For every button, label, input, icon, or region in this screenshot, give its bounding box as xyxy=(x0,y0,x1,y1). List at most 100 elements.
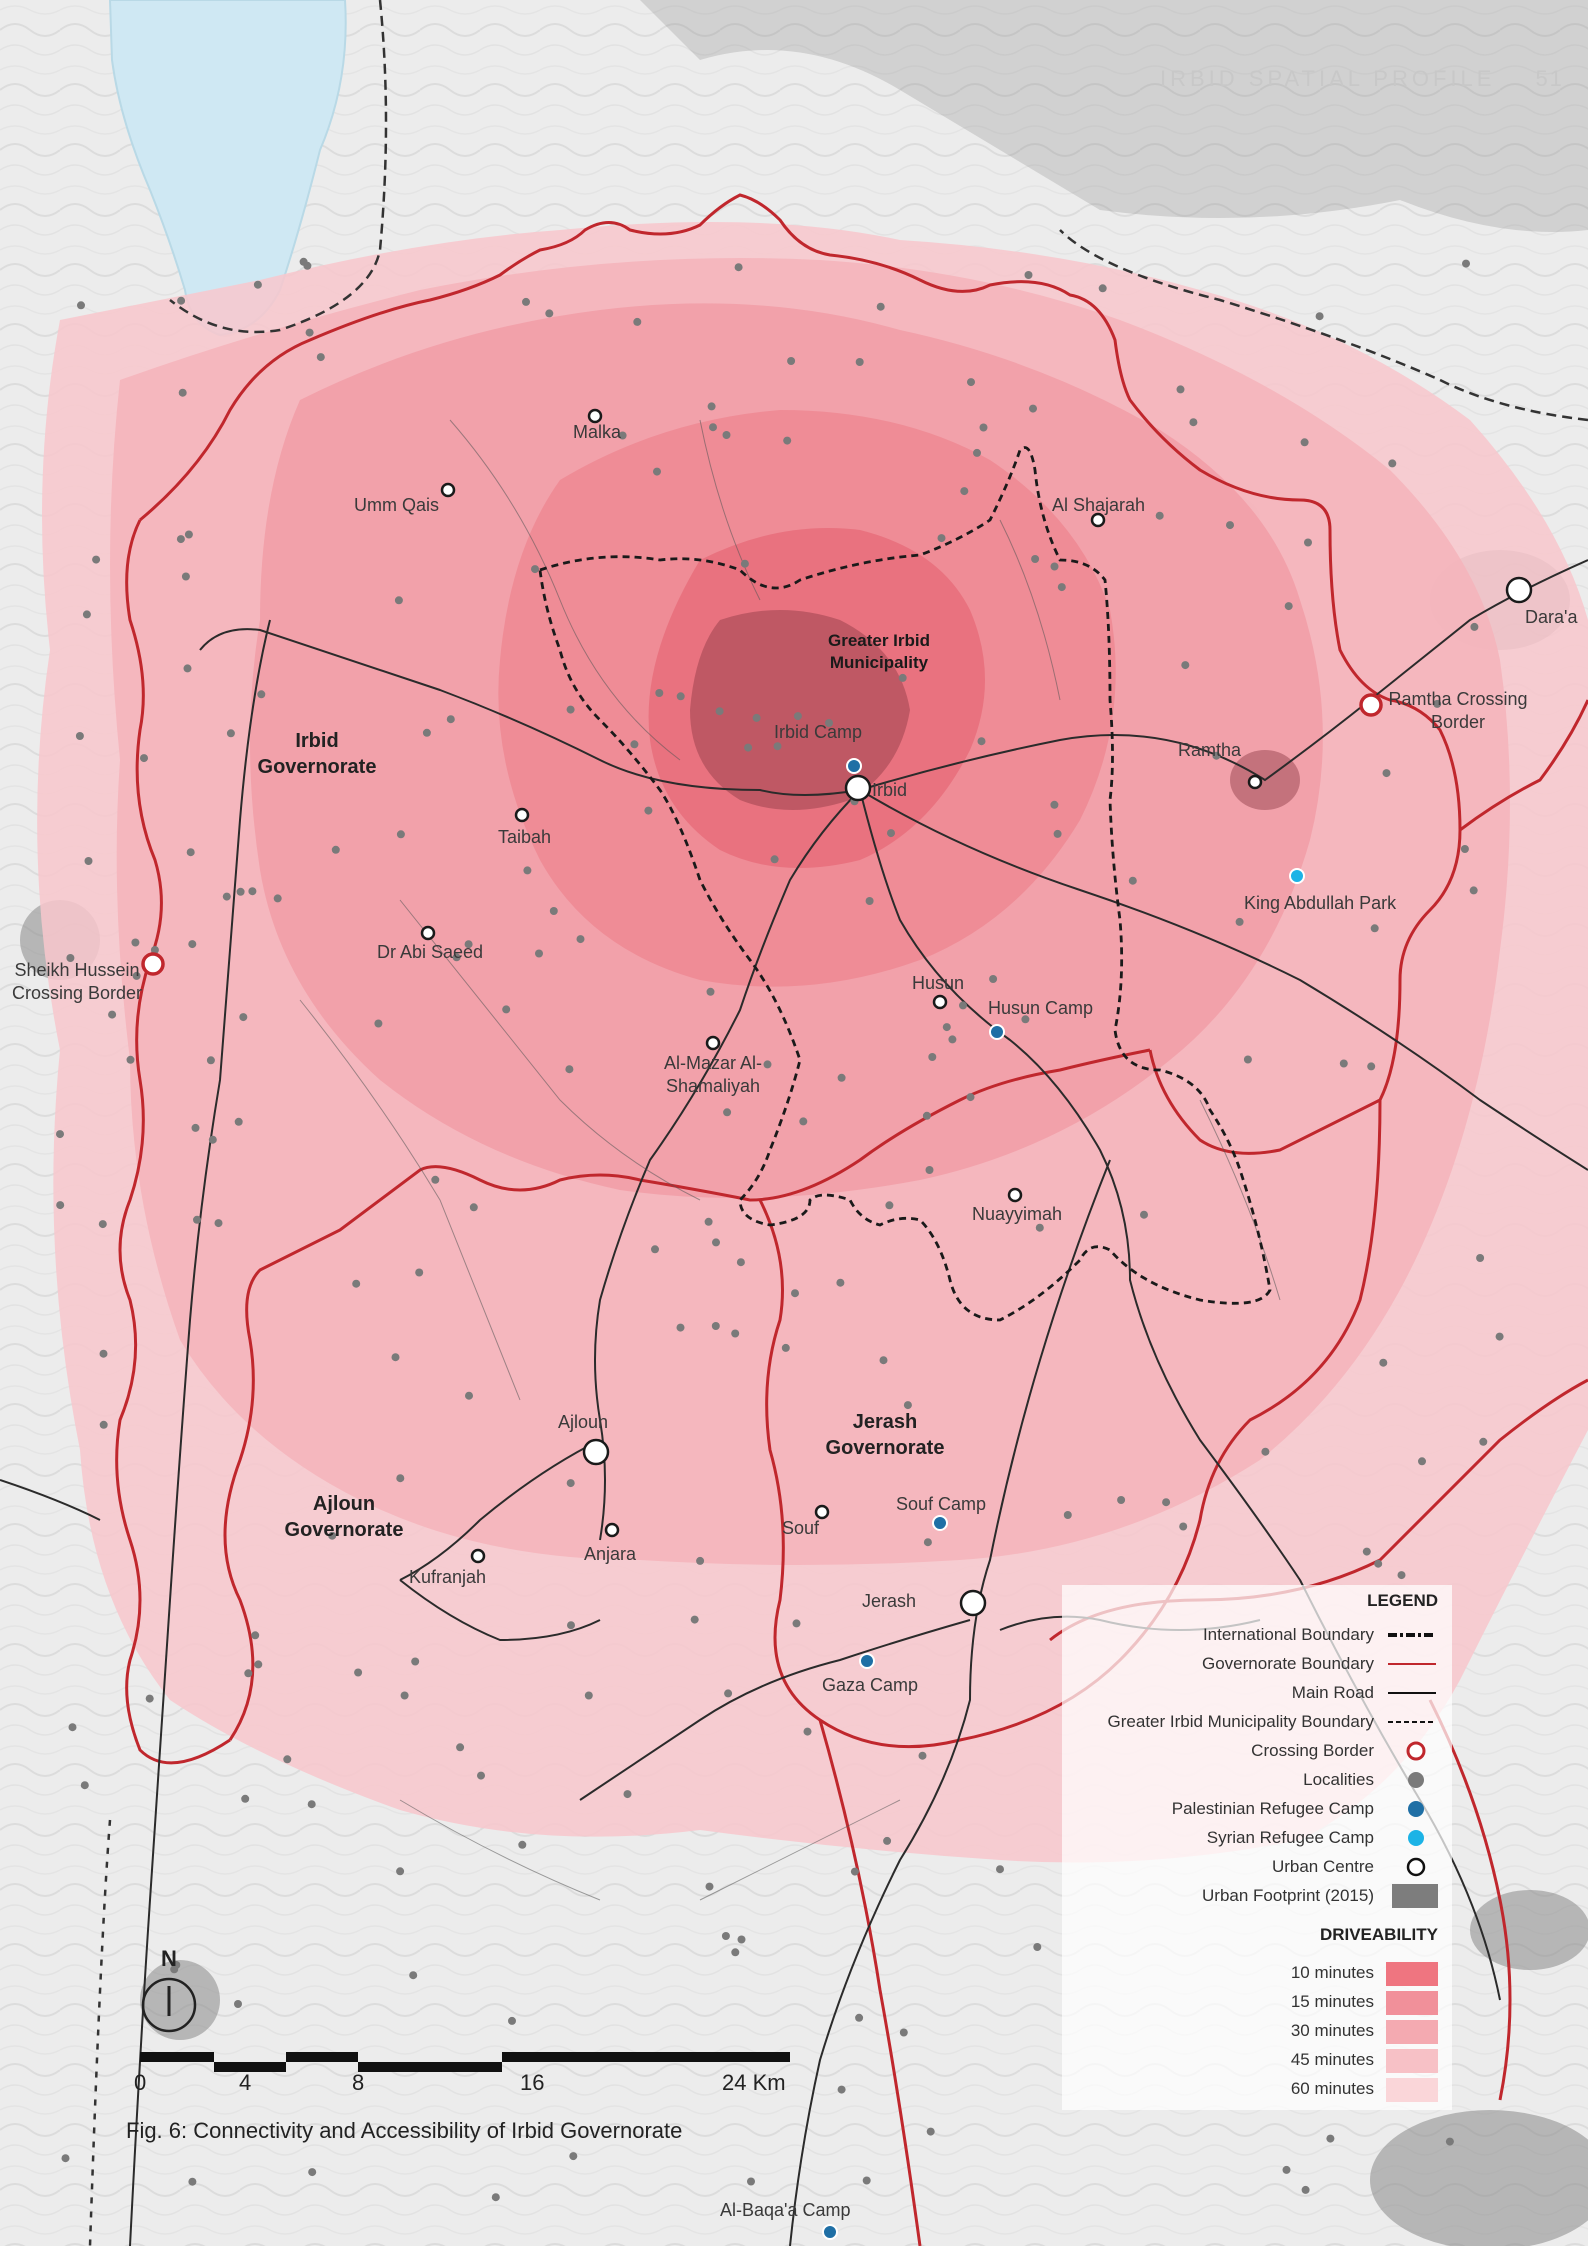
label-sheikh-hussein-2: Crossing Border xyxy=(11,983,143,1003)
locality-dot xyxy=(803,1727,812,1736)
locality-dot xyxy=(566,1479,575,1488)
locality-dot xyxy=(92,555,101,564)
town-dr-abi-saeed xyxy=(420,925,436,941)
locality-dot xyxy=(186,848,195,857)
page-number: 51 xyxy=(1535,66,1564,91)
locality-dot xyxy=(545,309,554,318)
locality-dot xyxy=(307,1800,316,1809)
locality-dot xyxy=(862,2176,871,2185)
secondary-road-layer xyxy=(299,419,1281,1901)
town-al-mazar xyxy=(705,1035,721,1051)
locality-dot xyxy=(244,1669,253,1678)
locality-dot xyxy=(1212,751,1221,760)
locality-dot xyxy=(452,953,461,962)
locality-dot xyxy=(328,1531,337,1540)
locality-dot xyxy=(837,2085,846,2094)
locality-dot xyxy=(1470,622,1479,631)
driveability-title: DRIVEABILITY xyxy=(1319,1925,1438,1944)
locality-dot xyxy=(191,1123,200,1132)
syrian-camp-king-abdullah-park xyxy=(1289,868,1305,884)
locality-dot xyxy=(696,1556,705,1565)
locality-dot xyxy=(400,1691,409,1700)
palestinian-camp-al-baqaa xyxy=(822,2224,838,2240)
north-label: N xyxy=(161,1946,177,1971)
urban-centre-ajloun xyxy=(582,1438,610,1466)
locality-dot xyxy=(188,940,197,949)
locality-dot xyxy=(1367,1062,1376,1071)
locality-dot xyxy=(184,530,193,539)
locality-dot xyxy=(792,1619,801,1628)
locality-dot xyxy=(183,664,192,673)
locality-dot xyxy=(354,1668,363,1677)
locality-dot xyxy=(98,1220,107,1229)
locality-dot xyxy=(1031,555,1040,563)
locality-dot xyxy=(140,754,148,763)
locality-dot xyxy=(1397,1571,1406,1580)
locality-dot xyxy=(967,378,975,387)
locality-dot xyxy=(781,1343,790,1352)
label-irbid: Irbid xyxy=(872,780,908,800)
locality-dot xyxy=(1243,1055,1252,1064)
locality-dot xyxy=(887,829,895,838)
locality-dot xyxy=(855,358,864,366)
label-al-shajarah: Al Shajarah xyxy=(1052,495,1146,515)
driveability-10-zone xyxy=(648,528,985,868)
locality-dot xyxy=(922,1111,931,1120)
locality-dot xyxy=(68,1723,77,1732)
locality-dot xyxy=(1362,1547,1371,1556)
locality-dot xyxy=(99,1349,108,1358)
label-anjara: Anjara xyxy=(584,1544,637,1564)
locality-dot xyxy=(973,448,981,457)
legend-row-palestinian-camp: Palestinian Refugee Camp xyxy=(1062,1795,1452,1823)
locality-dot xyxy=(883,1836,892,1845)
locality-dot xyxy=(1128,876,1137,885)
locality-dot xyxy=(251,1631,260,1640)
locality-dot xyxy=(1284,602,1293,611)
locality-dot xyxy=(1050,562,1059,571)
legend-row-urban-centre: Urban Centre xyxy=(1062,1853,1452,1881)
locality-dot xyxy=(66,954,75,962)
locality-dot xyxy=(1176,385,1185,394)
locality-dot xyxy=(996,1865,1004,1874)
locality-dot xyxy=(736,1258,745,1267)
locality-dot xyxy=(623,1790,632,1799)
locality-dot xyxy=(456,1743,465,1752)
crossing-border-ramtha xyxy=(1359,693,1383,717)
locality-dot xyxy=(948,1035,957,1044)
locality-dot xyxy=(75,732,84,740)
urban-centre-irbid xyxy=(844,774,872,802)
legend-row-driveability-10: 10 minutes xyxy=(1062,1959,1452,1987)
locality-dot xyxy=(618,431,627,440)
driveability-30-swatch xyxy=(1386,2020,1438,2044)
legend-row-driveability-30: 30 minutes xyxy=(1062,2017,1452,2045)
label-souf-camp: Souf Camp xyxy=(896,1494,987,1514)
locality-dot xyxy=(724,1689,733,1698)
locality-dot xyxy=(989,975,998,983)
label-nuayyimah: Nuayyimah xyxy=(972,1204,1063,1224)
legend-row-driveability-45: 45 minutes xyxy=(1062,2046,1452,2074)
label-ramtha: Ramtha xyxy=(1178,740,1242,760)
locality-dot xyxy=(1300,438,1309,447)
locality-dot xyxy=(799,1117,808,1126)
locality-dot xyxy=(239,1013,248,1022)
locality-dot xyxy=(522,297,530,306)
locality-dot xyxy=(690,1615,699,1624)
locality-dot xyxy=(1315,312,1324,321)
locality-dot xyxy=(61,2154,70,2163)
locality-dot xyxy=(82,610,91,619)
locality-dot xyxy=(1117,1496,1126,1504)
locality-dot xyxy=(394,596,403,605)
locality-dot xyxy=(257,690,266,699)
locality-dot xyxy=(865,897,874,905)
town-taibah xyxy=(514,807,530,823)
locality-dot xyxy=(236,887,245,896)
main-road-symbol xyxy=(1388,1692,1436,1694)
locality-dot xyxy=(170,1965,179,1974)
locality-dot xyxy=(1462,259,1470,268)
locality-dot xyxy=(145,1694,154,1703)
locality-dot xyxy=(744,743,753,752)
locality-dot xyxy=(273,894,282,903)
locality-dot xyxy=(305,328,314,337)
locality-dot xyxy=(1057,583,1066,592)
